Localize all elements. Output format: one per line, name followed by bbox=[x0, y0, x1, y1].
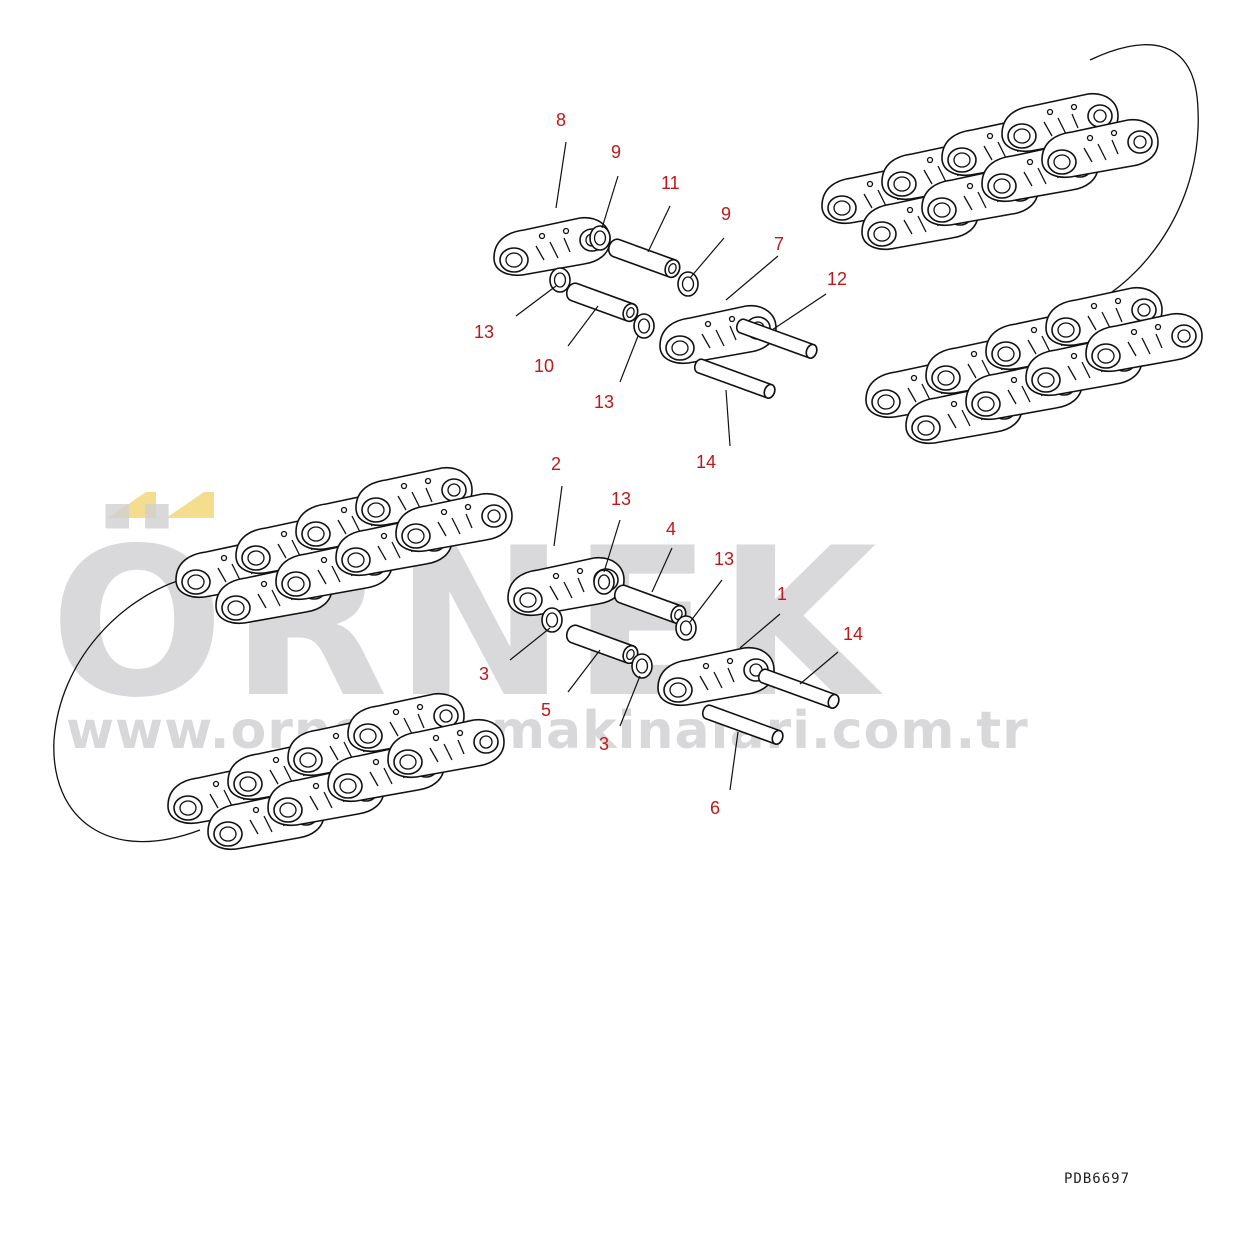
seal-part-13-lower-left bbox=[593, 569, 615, 595]
chain-loop-upper bbox=[1089, 44, 1199, 301]
callout-14-upper: 14 bbox=[696, 452, 716, 472]
seal-part-13-upper-right bbox=[633, 313, 655, 339]
watermark-accent-right bbox=[166, 492, 214, 518]
callout-3-left: 3 bbox=[479, 664, 489, 684]
seal-part-3-right bbox=[631, 653, 653, 679]
callout-4: 4 bbox=[666, 519, 676, 539]
callout-14-lower: 14 bbox=[843, 624, 863, 644]
callout-9-right: 9 bbox=[721, 204, 731, 224]
chain-assembly-lower bbox=[53, 468, 512, 849]
chain-loop-lower bbox=[53, 579, 201, 843]
watermark-accent-left bbox=[108, 492, 156, 518]
callout-3-right: 3 bbox=[599, 734, 609, 754]
callout-9-left: 9 bbox=[611, 142, 621, 162]
callouts: 8 9 11 9 7 12 13 10 13 14 2 13 4 13 1 14… bbox=[474, 110, 863, 818]
callout-12: 12 bbox=[827, 269, 847, 289]
drawing-code: PDB6697 bbox=[1064, 1171, 1130, 1187]
seal-part-13-lower-right bbox=[675, 615, 697, 641]
callout-13-upper-right: 13 bbox=[594, 392, 614, 412]
callout-11: 11 bbox=[661, 173, 680, 193]
seal-part-9-left bbox=[589, 225, 611, 251]
callout-2: 2 bbox=[551, 454, 561, 474]
watermark-url: www.orneekismakinalari.com.tr bbox=[66, 701, 1029, 761]
chain-assembly-upper bbox=[822, 44, 1202, 444]
callout-13-lower-right: 13 bbox=[714, 549, 734, 569]
seal-part-9-right bbox=[677, 271, 699, 297]
pin-part-14-upper bbox=[692, 356, 778, 401]
seal-part-3-left bbox=[541, 607, 563, 633]
callout-8: 8 bbox=[556, 110, 566, 130]
callout-5: 5 bbox=[541, 700, 551, 720]
callout-1: 1 bbox=[777, 584, 787, 604]
watermark: ÖRNEK www.orneekismakinalari.com.tr bbox=[50, 492, 1029, 761]
leader-lines bbox=[509, 141, 839, 791]
callout-10: 10 bbox=[534, 356, 554, 376]
callout-7: 7 bbox=[774, 234, 784, 254]
callout-13-upper-left: 13 bbox=[474, 322, 494, 342]
callout-6: 6 bbox=[710, 798, 720, 818]
bushing-part-11 bbox=[605, 236, 683, 281]
chain-segment-upper-top bbox=[822, 94, 1158, 249]
chain-segment-upper-bottom bbox=[866, 288, 1202, 443]
bushing-part-10 bbox=[563, 280, 641, 325]
callout-13-lower-left: 13 bbox=[611, 489, 631, 509]
